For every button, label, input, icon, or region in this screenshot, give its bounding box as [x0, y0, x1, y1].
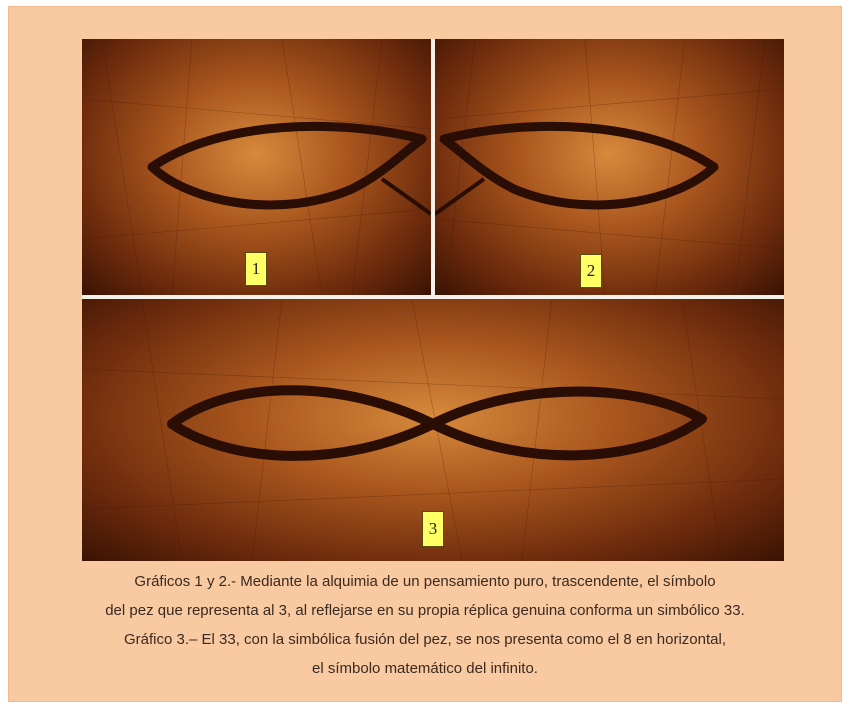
fish-symbol-right-icon — [435, 39, 784, 295]
caption-line-2: del pez que representa al 3, al reflejar… — [20, 596, 830, 625]
panel-divider-vertical — [431, 39, 435, 295]
panel-1-label: 1 — [245, 252, 267, 286]
caption-line-4: el símbolo matemático del infinito. — [20, 654, 830, 683]
panel-3-label: 3 — [422, 511, 444, 547]
figure-caption: Gráficos 1 y 2.- Mediante la alquimia de… — [20, 567, 830, 683]
caption-line-1: Gráficos 1 y 2.- Mediante la alquimia de… — [20, 567, 830, 596]
panel-2-label: 2 — [580, 254, 602, 288]
panel-2-image — [435, 39, 784, 295]
caption-line-3: Gráfico 3.– El 33, con la simbólica fusi… — [20, 625, 830, 654]
